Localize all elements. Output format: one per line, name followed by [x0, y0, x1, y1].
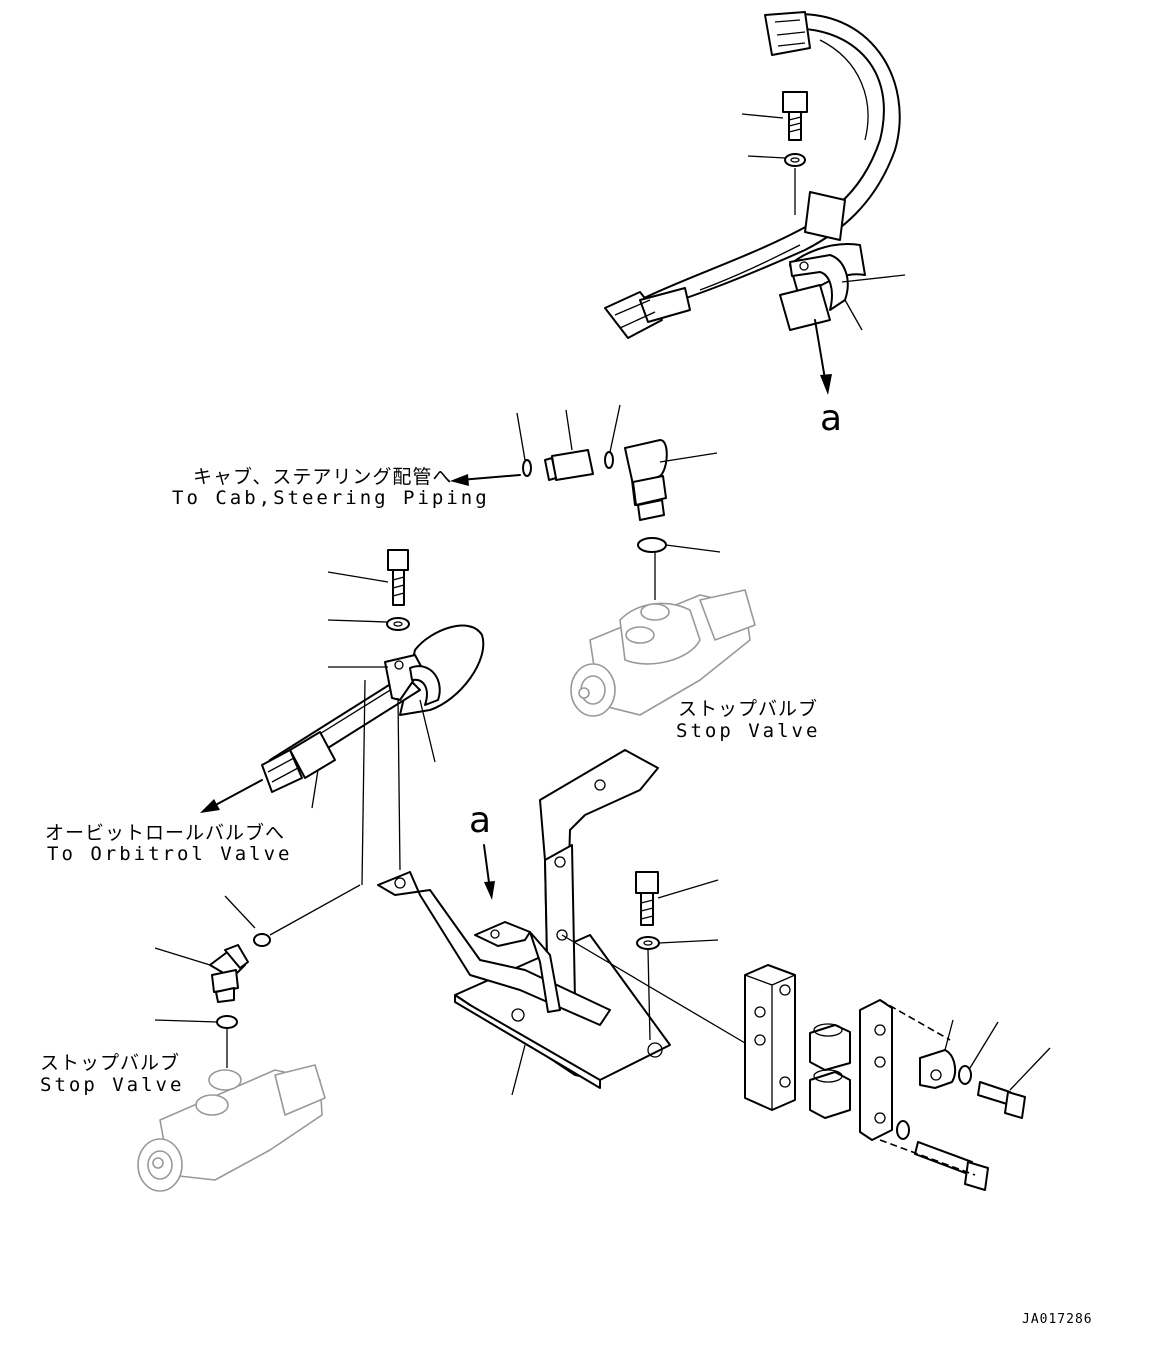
o-ring-upper-icon — [637, 537, 667, 553]
ref-arrow-a-lower-icon — [483, 844, 495, 900]
lower-washer-right-icon — [896, 1120, 910, 1140]
ref-arrow-a-icon — [814, 319, 832, 395]
upper-clamp-icon — [789, 254, 849, 311]
drawing-code: JA017286 — [1022, 1312, 1093, 1327]
o-ring-lower-left-icon — [253, 933, 271, 947]
stop-valve-lower-label-en: Stop Valve — [40, 1074, 185, 1096]
o-ring-lower-icon — [216, 1015, 238, 1029]
to-cab-steering-label-jp: キャブ、ステアリング配管へ — [193, 466, 453, 488]
small-washer-icon — [958, 1065, 972, 1085]
to-cab-arrow-icon — [450, 474, 521, 486]
reference-a-upper: a — [820, 398, 844, 439]
long-bolt-icon — [914, 1141, 989, 1191]
to-orbitrol-label-en: To Orbitrol Valve — [47, 843, 293, 865]
stop-valve-upper-label-jp: ストップバルブ — [678, 698, 819, 720]
o-ring-small-2-icon — [604, 451, 614, 469]
bracket-bolt-icon — [635, 871, 659, 926]
spacer-block-icon — [744, 964, 796, 1111]
plate-icon — [859, 999, 893, 1141]
spacer-lower-icon — [809, 1069, 851, 1119]
upper-washer-icon — [784, 153, 806, 167]
upper-stop-valve-icon — [570, 589, 756, 717]
elbow-fitting-icon — [624, 439, 668, 521]
stop-valve-upper-label-en: Stop Valve — [676, 720, 821, 742]
spacer-upper-icon — [809, 1023, 851, 1071]
upper-hose-icon — [604, 11, 901, 339]
middle-clamp-icon — [384, 654, 441, 706]
lower-stop-valve-icon — [137, 1064, 326, 1192]
middle-bolt-icon — [387, 549, 409, 606]
bracket-washer-icon — [636, 936, 660, 950]
to-cab-steering-label-en: To Cab,Steering Piping — [172, 487, 490, 509]
stop-valve-lower-label-jp: ストップバルブ — [40, 1052, 181, 1074]
adapter-icon — [544, 449, 594, 481]
right-bolt-icon — [977, 1081, 1026, 1119]
small-clamp-icon — [919, 1049, 957, 1089]
reference-a-lower: a — [469, 800, 493, 841]
o-ring-small-icon — [522, 459, 532, 477]
to-orbitrol-arrow-icon — [200, 779, 263, 813]
middle-washer-icon — [386, 617, 410, 631]
bracket-icon — [377, 749, 671, 1089]
elbow-fitting-lower-icon — [209, 944, 249, 1003]
to-orbitrol-label-jp: オービットロールバルブへ — [45, 822, 286, 844]
middle-hose-icon — [261, 624, 485, 793]
upper-bolt-icon — [782, 91, 808, 141]
